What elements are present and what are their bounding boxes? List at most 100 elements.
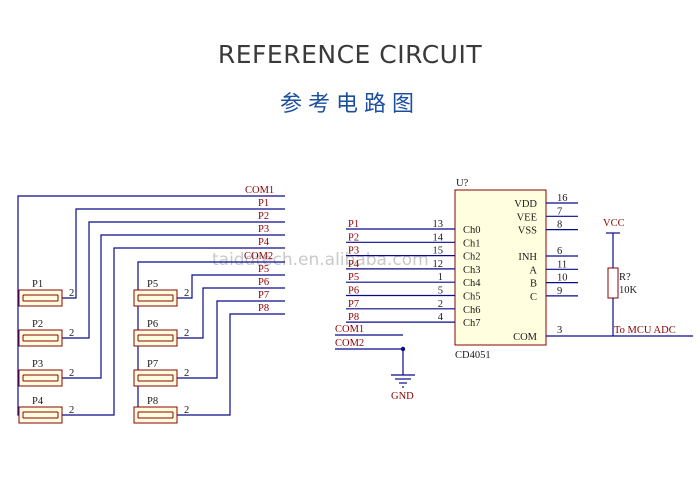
page-subtitle: 参考电路图 [279, 92, 420, 117]
input-net-label: P1 [348, 219, 359, 230]
mux-ref: U? [456, 178, 469, 189]
pin-name: INH [518, 252, 537, 263]
mux-pin-vdd: VDD 16 [514, 193, 578, 210]
resistor-symbol [607, 267, 619, 299]
input-channel-name: Ch7 [463, 318, 481, 329]
input-channel-name: Ch3 [463, 265, 481, 276]
mux-pin-vee: VEE 7 [517, 206, 578, 223]
input-channel-name: Ch2 [463, 252, 481, 263]
net-label-p1: P1 [258, 198, 269, 209]
input-pin-number: 2 [438, 299, 443, 310]
pin-name: VSS [518, 226, 537, 237]
sensor-body [18, 369, 63, 387]
sensor-p5: P5 2 [133, 279, 189, 307]
resistor-value: 10K [619, 285, 638, 296]
sensor-ref-label: P2 [32, 319, 43, 330]
sensor-pin-number: 2 [69, 328, 74, 339]
sensor-p1: P1 2 [18, 279, 74, 307]
pullup-circuit [546, 232, 693, 337]
mux-pin-b: B 10 [530, 273, 578, 290]
sensor-ref-label: P6 [147, 319, 158, 330]
sensor-pin-number: 2 [184, 405, 189, 416]
sensor-p4: P4 2 [18, 396, 74, 424]
pin-name: B [530, 279, 537, 290]
adc-output-label: To MCU ADC [614, 325, 676, 336]
mux-pin-a: A 11 [529, 259, 578, 276]
sensor-body [18, 329, 63, 347]
pin-number: 16 [557, 193, 568, 204]
sensor-ref-label: P4 [32, 396, 44, 407]
input-channel-name: Ch1 [463, 238, 481, 249]
sensor-ref-label: P5 [147, 279, 158, 290]
sensor-p8: P8 2 [133, 396, 189, 424]
pin-number: 6 [557, 246, 562, 257]
input-pin-number: 13 [433, 219, 444, 230]
sensor-p2: P2 2 [18, 319, 74, 347]
mux-pin-inh: INH 6 [518, 246, 578, 263]
sensor-pin-number: 2 [184, 368, 189, 379]
pin-number: 7 [557, 206, 562, 217]
pin-name: VDD [514, 199, 537, 210]
sensor-ref-label: P3 [32, 359, 43, 370]
sensor-body [133, 406, 178, 424]
net-label-p5: P5 [258, 264, 269, 275]
com-ground-wiring [335, 334, 415, 388]
input-net-label: P8 [348, 312, 359, 323]
pin-number: 3 [557, 325, 562, 336]
page-title: REFERENCE CIRCUIT [217, 40, 483, 69]
vcc-label: VCC [603, 218, 625, 229]
sensor-body [18, 289, 63, 307]
input-net-label: P4 [348, 259, 360, 270]
sensor-ref-label: P1 [32, 279, 43, 290]
sensor-pin-number: 2 [184, 288, 189, 299]
sensor-p7: P7 2 [133, 359, 189, 387]
sensor-bus-net-labels: COM1 P1 P2 P3 P4 COM2 P5 P6 P7 P8 [244, 185, 274, 314]
net-label-p8: P8 [258, 303, 269, 314]
sensor-p6: P6 2 [133, 319, 189, 347]
mux-pin-c: C9 [530, 286, 578, 303]
sensor-pin-number: 2 [184, 328, 189, 339]
sensor-body [133, 329, 178, 347]
net-label-com1: COM1 [245, 185, 274, 196]
input-channel-name: Ch0 [463, 225, 481, 236]
pin-name: A [529, 265, 537, 276]
net-label-p7: P7 [258, 290, 269, 301]
input-net-label: P7 [348, 299, 359, 310]
sensor-body [133, 369, 178, 387]
input-net-label: P3 [348, 246, 359, 257]
pin-number: 9 [557, 286, 562, 297]
sensor-ref-label: P8 [147, 396, 158, 407]
pin-number: 11 [557, 259, 567, 270]
sensor-p3: P32 [18, 359, 74, 387]
input-pin-number: 15 [433, 246, 444, 257]
net-label-com2: COM2 [244, 251, 273, 262]
input-net-label: P2 [348, 232, 359, 243]
mux-part-name: CD4051 [455, 350, 491, 361]
input-channel-name: Ch4 [463, 278, 481, 289]
resistor-ref: R? [619, 272, 631, 283]
pin-number: 10 [557, 273, 568, 284]
input-channel-name: Ch6 [463, 305, 481, 316]
sensor-pin-number: 2 [69, 405, 74, 416]
pin-name: VEE [517, 212, 537, 223]
sensor-pin-number: 2 [69, 288, 74, 299]
net-label-p3: P3 [258, 224, 269, 235]
com1-label: COM1 [335, 324, 364, 335]
gnd-label: GND [391, 391, 414, 402]
sensor-ref-label: P7 [147, 359, 158, 370]
sensor-body [133, 289, 178, 307]
